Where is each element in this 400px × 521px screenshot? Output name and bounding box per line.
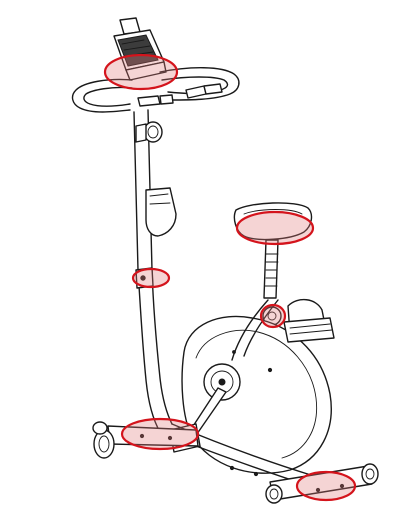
front-base-highlight [120,417,200,451]
front-stabilizer [92,421,199,459]
seat-highlight [235,210,315,246]
mast-joint-highlight [131,267,171,289]
rear-stabilizer-highlight [295,470,357,502]
seat-post-knob-highlight [259,303,287,329]
console-mount-highlight [103,53,179,91]
highlight-layer [103,53,357,502]
handlebar [71,67,240,113]
flywheel-housing [169,299,335,477]
rear-stabilizer [265,463,379,504]
